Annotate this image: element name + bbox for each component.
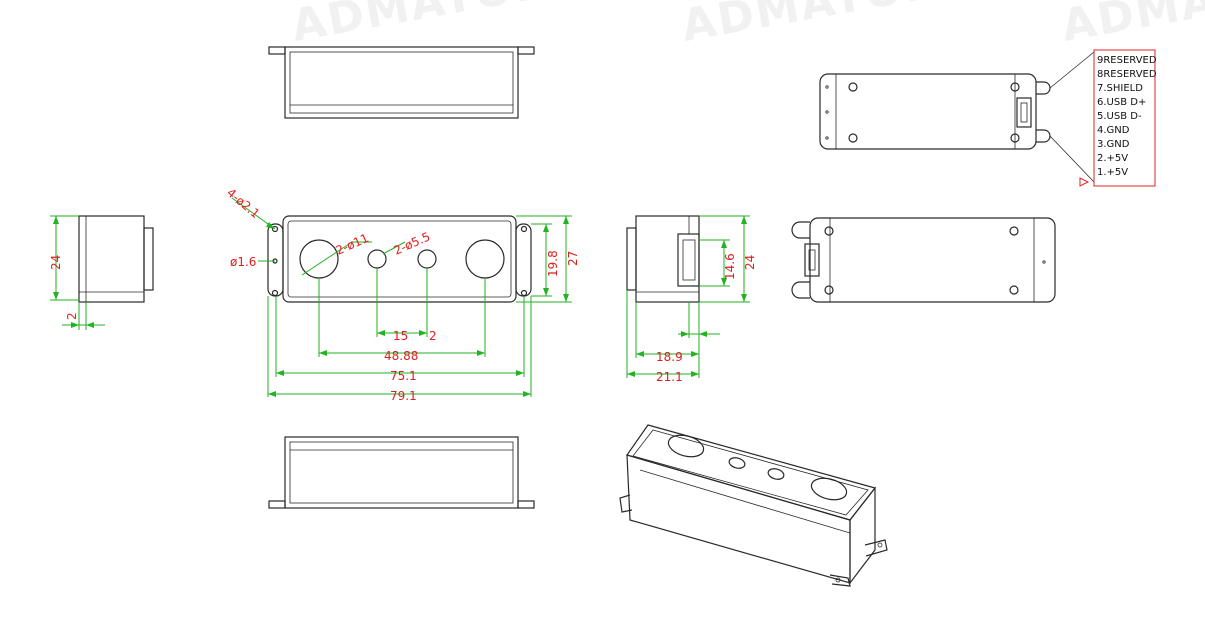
front-view-dimensions [231,197,572,397]
pinout-box: 9RESERVED 8RESERVED 7.SHIELD 6.USB D+ 5.… [1093,49,1157,187]
screw [1009,226,1019,236]
right-view-dimensions [626,215,750,378]
right-side-view [626,215,700,303]
large-holes-label: 2-ø11 [334,231,371,258]
dim-791-label: 79.1 [390,389,417,403]
large-lens-hole [667,434,705,458]
small-sensor-hole [767,468,785,480]
left-view-height-label: 24 [49,255,63,270]
dim-189-label: 18.9 [656,350,683,364]
connector-height-label: 14.6 [723,253,737,280]
screw [848,82,858,92]
dim-2-label: 2 [429,329,437,343]
isometric-view [619,424,888,587]
top-view-upper [268,46,535,119]
screw [824,226,834,236]
screw [1010,82,1020,92]
mount-hole [271,289,279,297]
left-view-flange-label: 2 [65,312,79,320]
pin-label: 9RESERVED [1097,55,1157,66]
pin-label: 8RESERVED [1097,69,1157,80]
screw [1009,285,1019,295]
small-holes-label: 2-ø5.5 [392,229,433,257]
pin-label: 2.+5V [1097,153,1128,164]
screw [1010,133,1020,143]
usb-connector [1016,97,1032,128]
large-lens-hole [810,477,848,501]
top-view-lower [268,436,535,509]
back-plate-view [819,51,1095,187]
dim-15-label: 15 [393,329,408,343]
screw [848,133,858,143]
small-sensor-hole [728,457,746,469]
small-sensor-hole [367,249,387,269]
mount-hole [520,289,528,297]
pin-label: 1.+5V [1097,167,1128,178]
pin-label: 4.GND [1097,125,1130,136]
front-view [267,215,532,303]
dim-4888-label: 48.88 [384,349,418,363]
pin-label: 7.SHIELD [1097,83,1143,94]
left-side-view [78,215,154,303]
right-view-height-label: 24 [743,255,757,270]
large-lens-hole [465,239,505,279]
small-sensor-hole [417,249,437,269]
small-hole-label: ø1.6 [230,255,256,269]
dim-751-label: 75.1 [390,369,417,383]
pin-label: 5.USB D- [1097,111,1142,122]
screw [824,285,834,295]
left-view-dimensions [50,215,105,330]
hole-pattern-label: 4-ø2.1 [224,186,262,221]
usb-connector [804,243,820,277]
dim-198-label: 19.8 [546,250,560,277]
dim-27-label: 27 [566,251,580,266]
pin-label: 6.USB D+ [1097,97,1146,108]
mount-hole [520,225,528,233]
mount-hole [271,225,279,233]
dim-211-label: 21.1 [656,370,683,384]
bottom-plate-view [791,217,1056,303]
pin-label: 3.GND [1097,139,1130,150]
